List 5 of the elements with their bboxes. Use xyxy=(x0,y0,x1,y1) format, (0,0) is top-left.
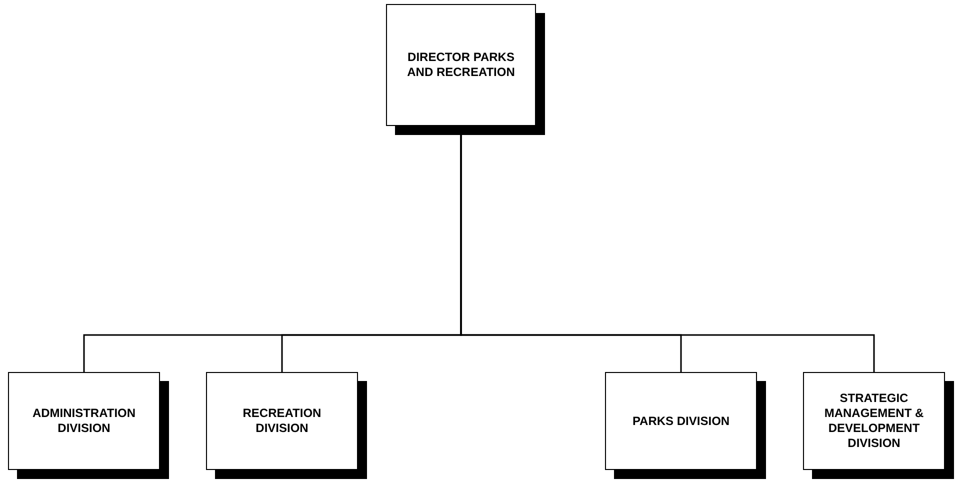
box-label: PARKS DIVISION xyxy=(632,414,730,428)
box-label: STRATEGIC MANAGEMENT & DEVELOPMENT DIVISION xyxy=(823,391,925,451)
box-label: ADMINISTRATION DIVISION xyxy=(31,406,137,436)
box-label: RECREATION DIVISION xyxy=(242,406,322,436)
box-label: DIRECTOR PARKS AND RECREATION xyxy=(406,50,516,80)
